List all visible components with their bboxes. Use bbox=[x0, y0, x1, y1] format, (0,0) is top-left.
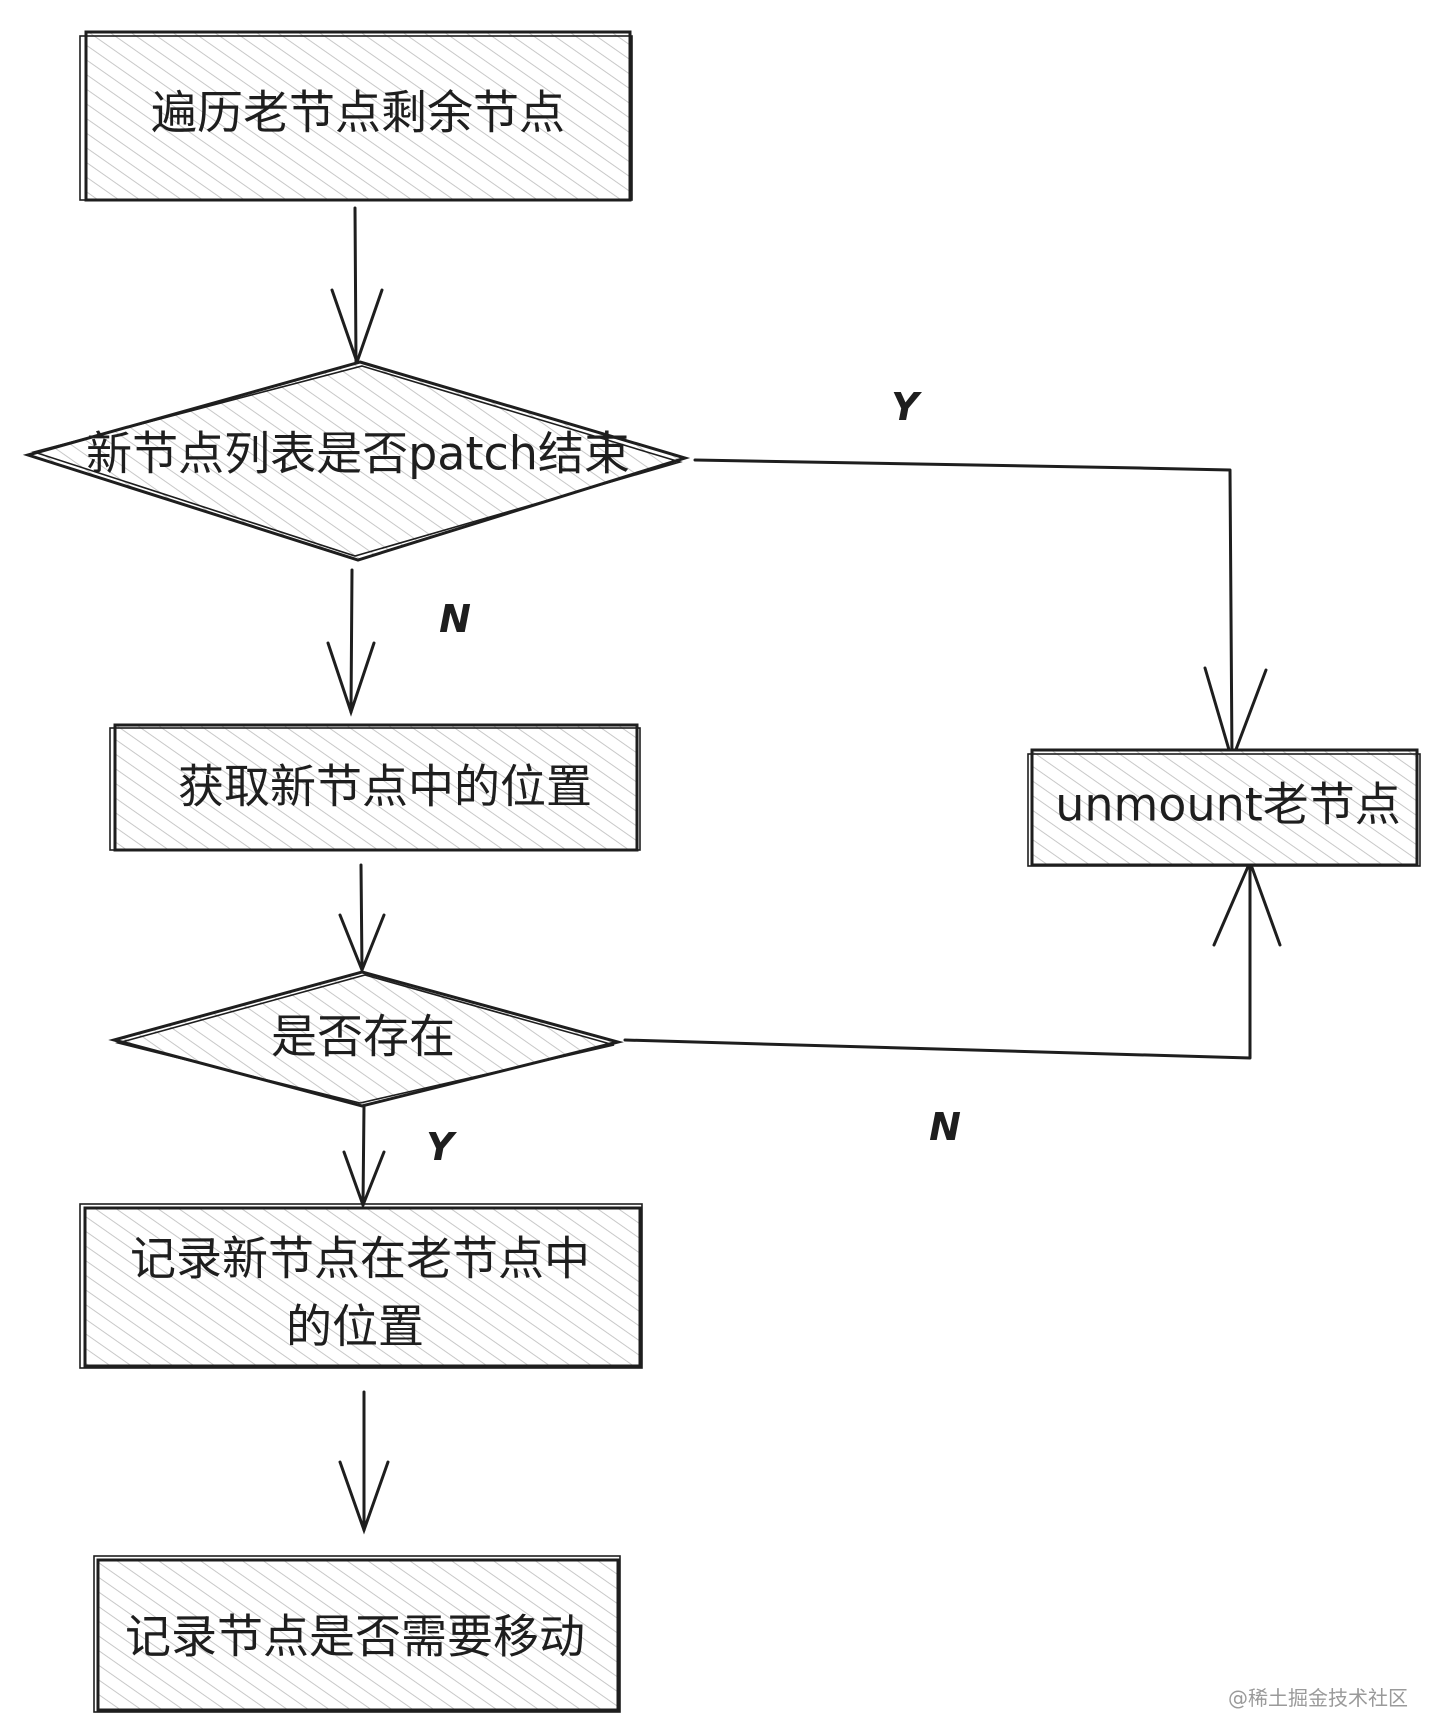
node-unmount-old-label: unmount老节点 bbox=[1055, 778, 1401, 832]
node-record-position: 记录新节点在老节点中 的位置 bbox=[79, 1203, 643, 1369]
edge-check-to-unmount bbox=[693, 458, 1268, 765]
node-record-move-label: 记录节点是否需要移动 bbox=[125, 1610, 585, 1664]
node-check-exists: 是否存在 bbox=[108, 970, 624, 1108]
node-record-position-line2: 的位置 bbox=[286, 1300, 424, 1354]
node-traverse-old-label: 遍历老节点剩余节点 bbox=[151, 86, 565, 140]
node-traverse-old: 遍历老节点剩余节点 bbox=[79, 30, 633, 202]
watermark: @稀土掘金技术社区 bbox=[1228, 1686, 1408, 1710]
edge-label-exists-no: N bbox=[929, 1105, 961, 1149]
edge-getpos-to-exists bbox=[338, 863, 386, 975]
edge-label-exists-yes: Y bbox=[426, 1125, 457, 1169]
node-record-move: 记录节点是否需要移动 bbox=[93, 1555, 621, 1713]
node-check-new-patched: 新节点列表是否patch结束 bbox=[22, 360, 691, 562]
edge-exists-to-unmount bbox=[623, 857, 1282, 1060]
edge-exists-to-record bbox=[342, 1103, 386, 1210]
edge-label-patched-yes: Y bbox=[891, 385, 922, 429]
edge-traverse-to-check bbox=[330, 206, 384, 367]
node-unmount-old: unmount老节点 bbox=[1027, 748, 1421, 867]
edge-label-patched-no: N bbox=[439, 597, 471, 641]
node-check-exists-label: 是否存在 bbox=[271, 1010, 455, 1064]
edge-record-to-move bbox=[338, 1390, 390, 1535]
node-record-position-line1: 记录新节点在老节点中 bbox=[130, 1232, 590, 1286]
node-get-position-label: 获取新节点中的位置 bbox=[178, 760, 592, 814]
node-get-position: 获取新节点中的位置 bbox=[109, 723, 641, 852]
edge-check-to-getpos bbox=[326, 568, 376, 717]
node-check-new-patched-label: 新节点列表是否patch结束 bbox=[86, 427, 630, 481]
